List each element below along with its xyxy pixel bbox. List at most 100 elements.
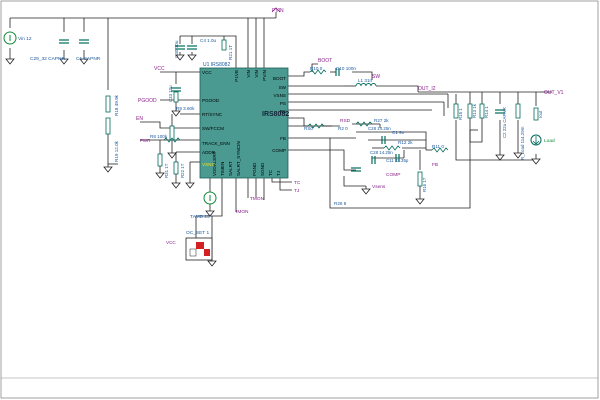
ic-pin-label: VSNS <box>202 162 215 167</box>
net-vcc-oc: VCC <box>166 240 176 245</box>
r9-resistor[interactable] <box>169 125 175 141</box>
ref-r10: R10 0 <box>310 66 323 71</box>
ground-icon <box>185 180 195 189</box>
ground-icon <box>361 186 371 195</box>
ground-icon <box>79 56 89 65</box>
r14-resistor[interactable] <box>479 103 485 119</box>
r31-resistor[interactable] <box>157 153 163 167</box>
wire-segment <box>329 130 471 209</box>
r11-resistor[interactable] <box>431 147 449 153</box>
net-fb: FB <box>432 162 438 168</box>
ic-pin-label: SALRT_SYNCIN <box>236 141 241 176</box>
ground-icon <box>59 56 69 65</box>
l1-inductor[interactable] <box>355 83 377 87</box>
ic-pin-label: VCC <box>202 70 212 75</box>
ground-icon <box>531 156 541 165</box>
ref-r15: R15 1 <box>458 108 463 120</box>
r24-resistor[interactable] <box>383 145 401 151</box>
r16-resistor[interactable] <box>417 171 423 187</box>
ground-icon <box>103 164 113 173</box>
ref-r20: R2 0 <box>338 126 348 131</box>
iout-resistor[interactable] <box>533 107 539 121</box>
r18-resistor[interactable] <box>105 95 111 113</box>
net-pwr: PWR <box>140 138 150 143</box>
ic-pin-label: RS <box>280 109 286 114</box>
cout-capacitor[interactable] <box>495 109 505 114</box>
ref-r13: R13 1k <box>472 103 477 118</box>
ref-r9: R9 3.60k <box>176 106 195 111</box>
ref-r27: R27 2k <box>374 118 389 123</box>
ref-r8: R8 100k <box>150 134 168 139</box>
c11-capacitor[interactable] <box>395 154 400 162</box>
ref-c10: C10 100n <box>336 66 356 71</box>
ic-pin-label: TIMEN <box>220 162 225 176</box>
ref-r19: R19 12.0k <box>114 140 119 162</box>
ref-c4: C4 1.0u <box>200 38 217 43</box>
comp-capacitor[interactable] <box>351 167 361 172</box>
net-out-v1: OUT_V1 <box>544 90 564 96</box>
ic-pin-label: PGOOD <box>202 98 220 103</box>
c1-capacitor[interactable] <box>79 39 89 44</box>
c4-capacitor[interactable] <box>187 45 197 50</box>
wire-segment <box>469 118 483 143</box>
r21-resistor[interactable] <box>221 39 227 51</box>
vin-source-icon[interactable] <box>3 31 17 45</box>
net-tj: TJ <box>294 188 300 194</box>
net-imon: IMON <box>236 209 249 215</box>
r5-resistor[interactable] <box>173 91 179 103</box>
wire-segment <box>288 149 356 171</box>
wire-segment <box>195 178 223 250</box>
c10-capacitor[interactable] <box>335 68 340 76</box>
ic-ref: U1 IRS8082 <box>203 62 230 68</box>
ground-icon <box>187 52 197 61</box>
ic-u1[interactable]: IRS8082 U1 IRS8082 VCCPGOODRT/SYNCSW/FCC… <box>199 62 289 179</box>
r8-resistor[interactable] <box>163 137 181 143</box>
ref-oc: OC_SET 1 <box>186 230 209 236</box>
net-load: Load <box>544 138 555 144</box>
wire-segment <box>311 63 318 72</box>
ground-icon <box>207 258 217 267</box>
ref-c1: C1 CAPNR <box>76 56 101 62</box>
ref-r18: R18 49.9k <box>114 94 119 116</box>
ref-r24: R12 2k <box>398 140 413 145</box>
components <box>3 7 542 267</box>
c29-capacitor[interactable] <box>59 39 69 44</box>
pvin-arrow-icon <box>271 7 281 13</box>
rload-resistor[interactable] <box>515 103 521 119</box>
ic-pin-label: ADDR <box>202 150 216 155</box>
ic-pin-label: TJ <box>276 171 281 176</box>
ref-r22: R22 1T <box>180 163 185 178</box>
ref-c33: C33 10u <box>168 85 173 102</box>
ic-pin-label: VSNS <box>273 93 286 98</box>
net-rsd: RSD <box>340 118 351 124</box>
ic-pin-label: PGND <box>252 162 257 176</box>
r13-resistor[interactable] <box>467 103 473 119</box>
net-tmon: TMON <box>250 196 265 202</box>
oc-set-switch[interactable] <box>185 237 213 261</box>
ground-icon <box>415 196 425 205</box>
wire-segment <box>288 71 310 77</box>
ic-pin-label: COMP <box>272 148 286 153</box>
load-source-icon[interactable] <box>530 134 542 146</box>
wire-segment <box>356 131 427 150</box>
r15-resistor[interactable] <box>453 103 459 119</box>
ground-icon <box>167 150 177 159</box>
c33-capacitor[interactable] <box>171 87 181 92</box>
r22-resistor[interactable] <box>173 161 179 175</box>
c30-capacitor[interactable] <box>175 45 185 50</box>
ic-pin-label: SW/FCCM <box>202 126 224 131</box>
tamb-source-icon[interactable] <box>203 191 217 205</box>
ic-pin-label: VIN <box>246 70 251 78</box>
r27-resistor[interactable] <box>355 121 373 127</box>
r10-resistor[interactable] <box>309 69 327 75</box>
c12-capacitor[interactable] <box>381 136 386 144</box>
c28-capacitor[interactable] <box>371 156 376 164</box>
ic-body[interactable] <box>199 67 289 179</box>
rs-resistor[interactable] <box>307 123 325 129</box>
ground-icon <box>155 170 165 179</box>
ic-pin-label: PS <box>280 101 286 106</box>
r19-resistor[interactable] <box>105 117 111 135</box>
net-en: EN <box>136 116 143 122</box>
ic-pin-label: FB <box>280 136 286 141</box>
